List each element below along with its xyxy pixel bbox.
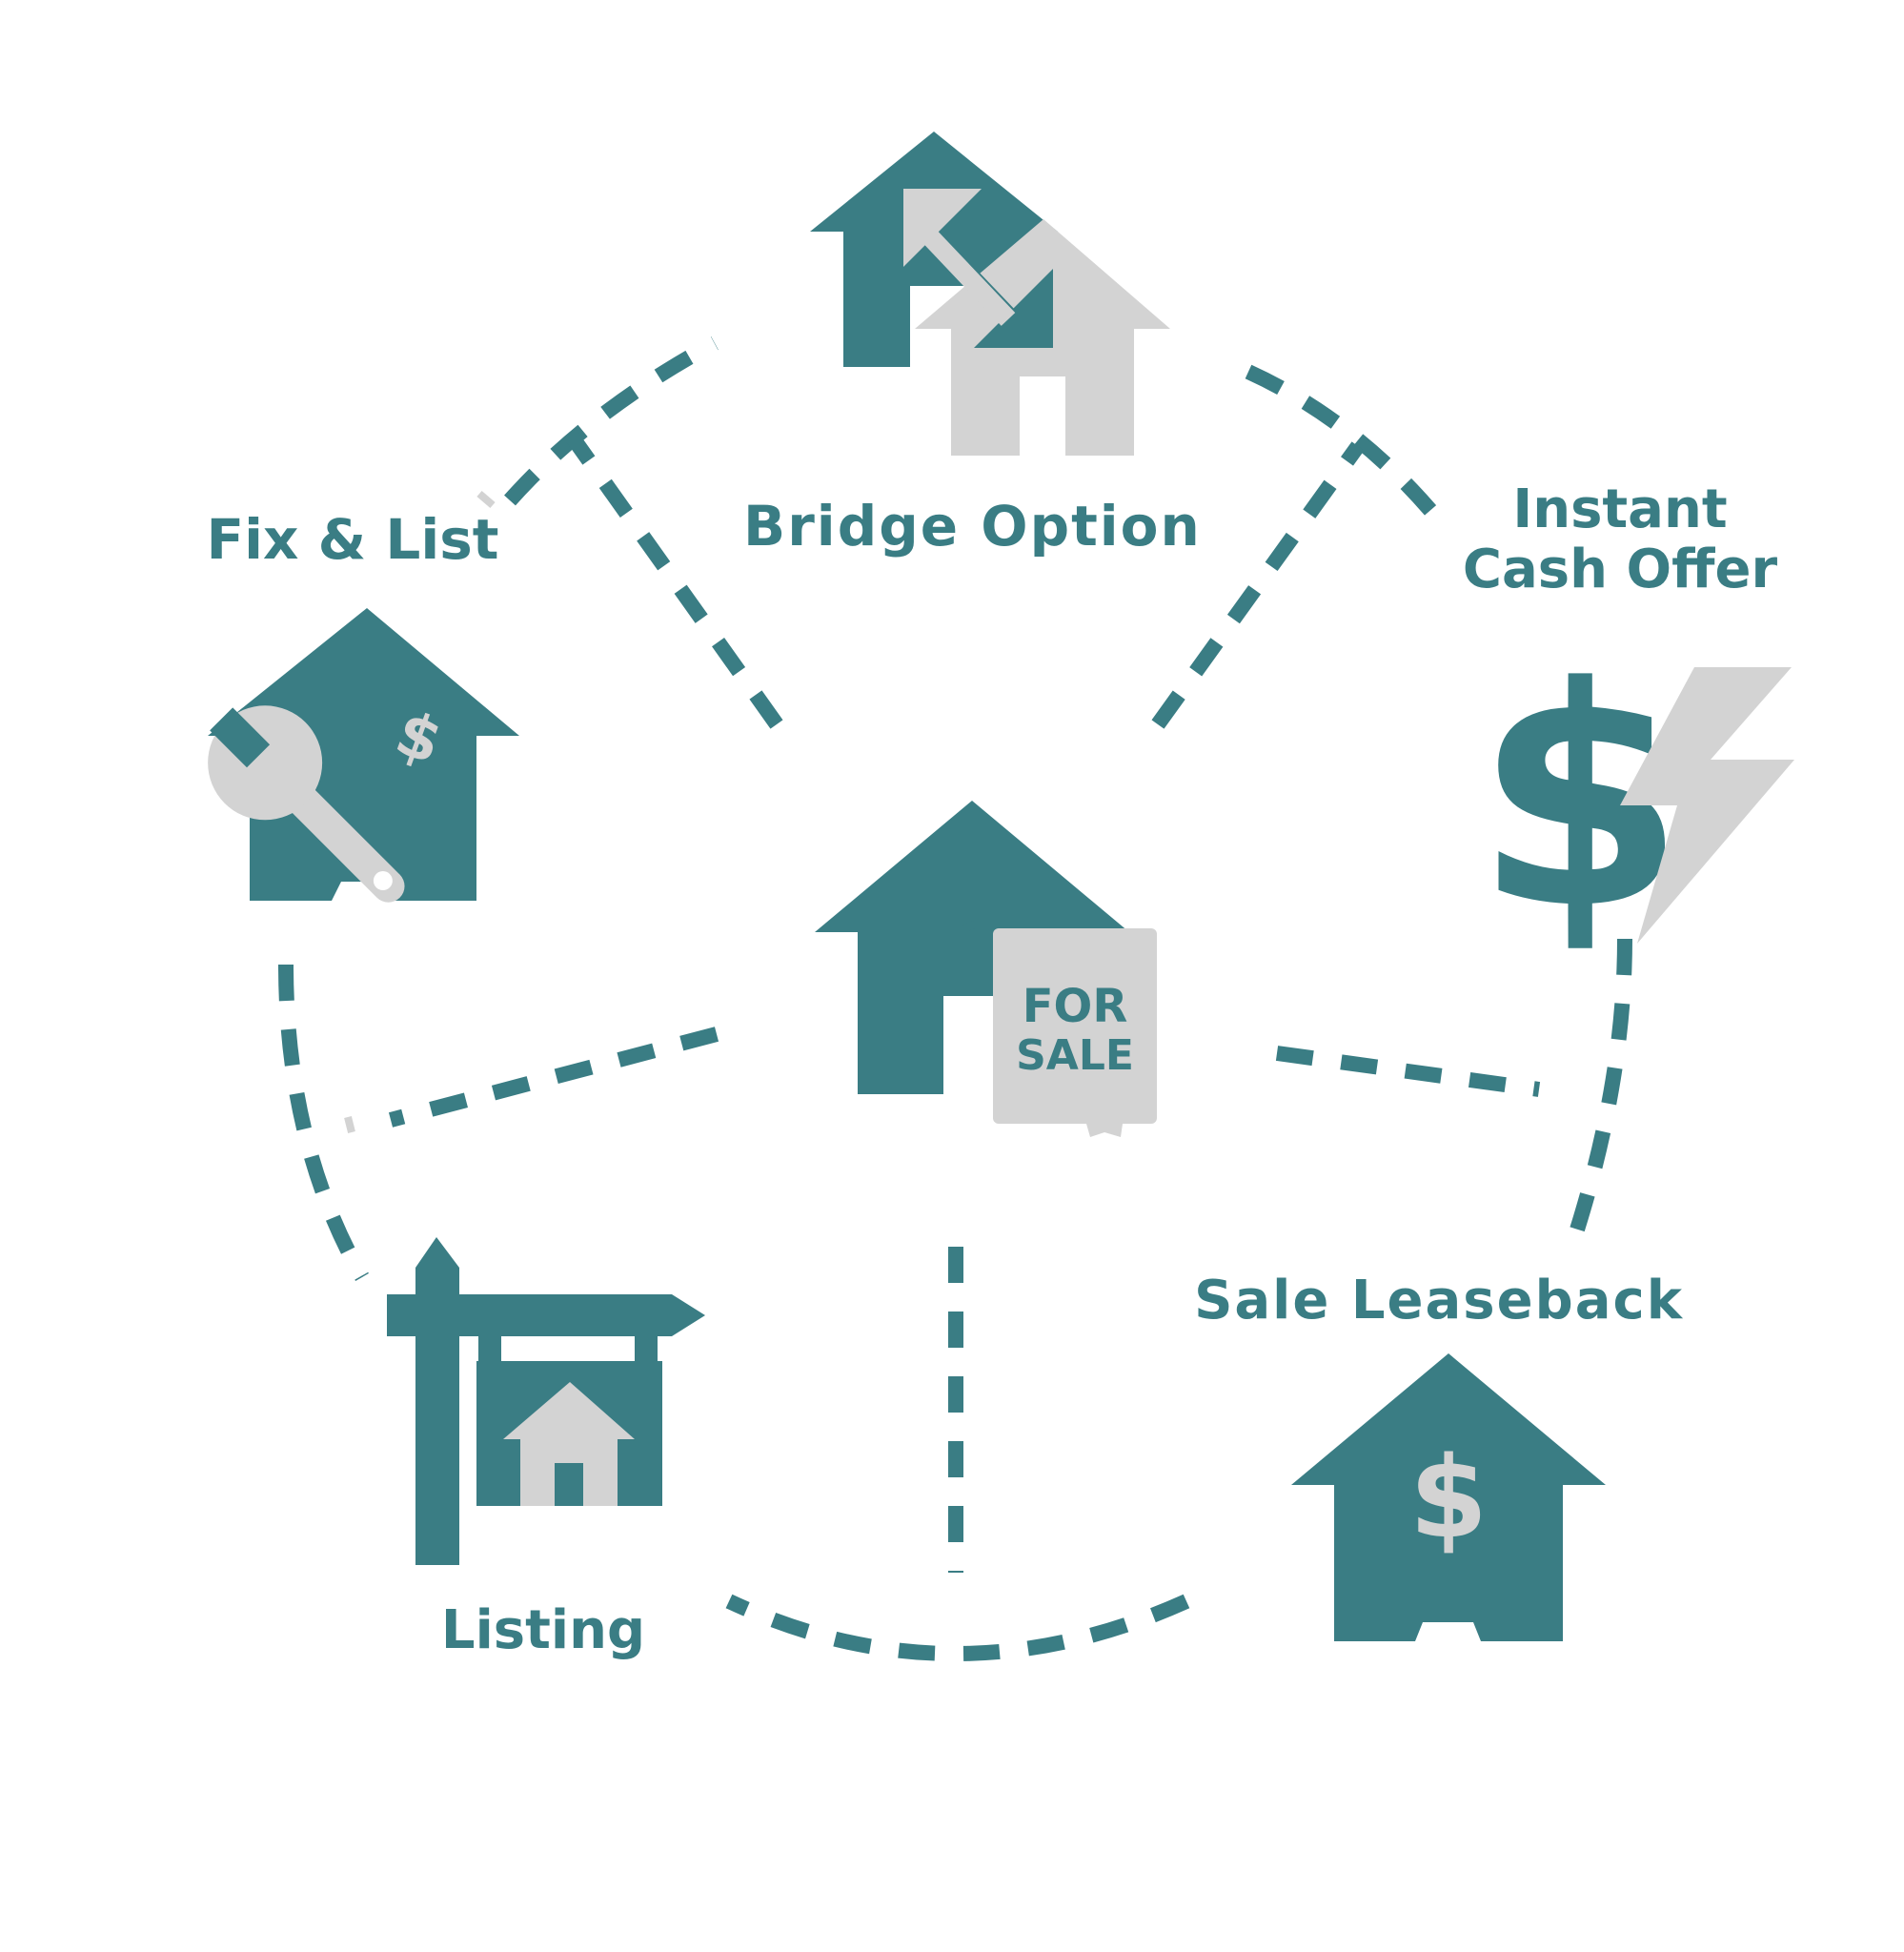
spoke-connectors bbox=[388, 429, 1541, 1573]
leaseback-house-body bbox=[1291, 1353, 1606, 1641]
outer-ring-connectors bbox=[278, 336, 1632, 1661]
house-for-sale-icon: FOR SALE bbox=[815, 801, 1157, 1137]
wrench-jaw-gap bbox=[210, 707, 271, 768]
wrench-handle bbox=[280, 778, 405, 903]
for-sale-sign-hook bbox=[961, 921, 997, 953]
house-dollar-icon: $ bbox=[1291, 1353, 1606, 1641]
for-sale-sign bbox=[993, 928, 1157, 1124]
swap-arrow-up-shaft bbox=[915, 222, 1016, 326]
spoke-center-to-bridge-left bbox=[563, 429, 783, 729]
connector-bridge-to-instant bbox=[1245, 364, 1441, 520]
lightning-bolt-icon bbox=[1620, 667, 1794, 944]
listing-sign-icon bbox=[387, 1237, 705, 1565]
instant-cash-offer-line1: Instant bbox=[1512, 478, 1728, 540]
sale-leaseback-label: Sale Leaseback bbox=[1194, 1270, 1684, 1332]
connector-listing-to-fix bbox=[278, 964, 369, 1281]
instant-cash-offer-label: Instant Cash Offer bbox=[1410, 478, 1830, 600]
for-sale-sign-line1: FOR bbox=[1023, 980, 1128, 1033]
connector-instant-to-lease bbox=[1570, 938, 1632, 1232]
gray-dash-left bbox=[344, 1116, 355, 1133]
listing-hanger-left bbox=[478, 1336, 501, 1363]
swap-arrow-down-head bbox=[974, 269, 1053, 348]
house-swap-icon bbox=[810, 132, 1170, 456]
wrench-house-body bbox=[208, 608, 519, 901]
house-wrench-icon: $ bbox=[208, 608, 519, 903]
for-sale-sign-tab bbox=[1086, 1124, 1123, 1137]
listing-house-icon bbox=[503, 1382, 635, 1506]
instant-cash-offer-line2: Cash Offer bbox=[1462, 538, 1778, 600]
listing-hanger-right bbox=[635, 1336, 658, 1363]
gray-dash-top bbox=[476, 490, 496, 509]
leaseback-dollar-symbol: $ bbox=[1409, 1432, 1488, 1563]
listing-crossbar bbox=[387, 1294, 705, 1336]
spoke-center-to-fix bbox=[388, 1027, 719, 1128]
swap-arrow-up-head bbox=[903, 189, 982, 267]
bridge-option-label: Bridge Option bbox=[743, 494, 1202, 559]
wrench-icon bbox=[208, 705, 405, 903]
fix-and-list-label: Fix & List bbox=[206, 507, 499, 572]
dollar-lightning-icon: $ bbox=[1474, 622, 1794, 975]
connector-fix-to-bridge bbox=[504, 336, 719, 506]
wrench-hole bbox=[373, 871, 393, 891]
swap-arrows-icon bbox=[903, 189, 1053, 348]
listing-post-tip bbox=[415, 1237, 459, 1565]
connector-lease-to-listing bbox=[725, 1594, 1190, 1661]
for-sale-sign-line2: SALE bbox=[1016, 1031, 1134, 1080]
gray-dash-accents bbox=[344, 490, 496, 1133]
listing-label: Listing bbox=[440, 1599, 646, 1661]
spoke-center-to-bridge-right bbox=[1151, 441, 1365, 729]
spoke-center-to-instant bbox=[1275, 1046, 1541, 1097]
